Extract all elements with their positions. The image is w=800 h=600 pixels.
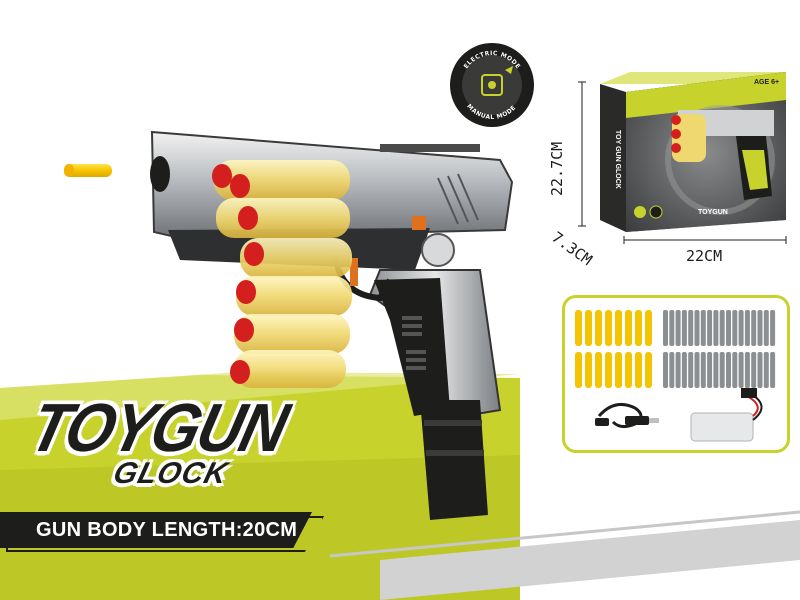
product-title: TOYGUN GLOCK xyxy=(18,390,298,498)
usb-charging-cable xyxy=(595,402,659,429)
box-age-label: AGE 6+ xyxy=(754,79,779,86)
gray-bullet xyxy=(688,352,694,388)
gray-bullet xyxy=(763,352,769,388)
box-width-dimension: 22CM xyxy=(686,247,723,265)
yellow-dart xyxy=(575,310,582,346)
length-banner: GUN BODY LENGTH:20CM xyxy=(0,512,330,552)
packaging-box: TOY GUN GLOCK AGE 6+ TOYGUN xyxy=(578,72,787,244)
gray-bullet xyxy=(757,352,763,388)
gun-length-label: GUN BODY LENGTH:20CM xyxy=(36,519,298,541)
title-sub: GLOCK xyxy=(110,457,232,490)
accessories-illustration xyxy=(575,310,776,442)
gray-bullet xyxy=(738,352,744,388)
gray-bullet xyxy=(700,352,706,388)
gray-bullet xyxy=(669,310,675,346)
yellow-dart xyxy=(585,310,592,346)
gray-bullet xyxy=(726,310,731,346)
gray-bullet xyxy=(713,352,719,388)
box-front-title: TOYGUN xyxy=(698,209,728,216)
gray-bullet-group xyxy=(663,310,776,388)
gray-bullet xyxy=(744,352,750,388)
yellow-dart xyxy=(595,352,602,388)
gray-bullet xyxy=(732,352,738,388)
box-height-dimension: 22.7CM xyxy=(548,141,566,196)
yellow-dart xyxy=(605,352,612,388)
gray-bullet xyxy=(751,352,757,388)
toy-pistol xyxy=(150,130,514,520)
accessories-panel xyxy=(562,295,790,453)
gray-bullet xyxy=(744,310,750,346)
yellow-dart xyxy=(615,310,622,346)
rechargeable-battery xyxy=(690,388,763,442)
gray-bullet xyxy=(663,352,668,388)
gray-bullet xyxy=(681,352,687,388)
foam-dart xyxy=(64,164,112,177)
gray-bullet xyxy=(663,310,668,346)
yellow-dart xyxy=(645,352,652,388)
yellow-dart xyxy=(575,352,582,388)
gray-bullet xyxy=(675,310,681,346)
yellow-dart xyxy=(635,352,642,388)
gray-bullet xyxy=(713,310,719,346)
gray-bullet xyxy=(732,310,738,346)
gray-bullet xyxy=(770,352,776,388)
box-side-title: TOY GUN GLOCK xyxy=(614,130,621,189)
yellow-dart xyxy=(615,352,622,388)
gray-bullet xyxy=(675,352,681,388)
yellow-dart-group xyxy=(575,310,652,388)
mode-switch-badge: ELECTRIC MODE MANUAL MODE xyxy=(450,43,534,127)
gray-bullet xyxy=(694,310,700,346)
yellow-dart xyxy=(625,352,632,388)
gray-bullet xyxy=(694,352,700,388)
gray-bullet xyxy=(719,310,725,346)
gray-bullet xyxy=(770,310,776,346)
gray-bullet xyxy=(726,352,731,388)
gray-bullet xyxy=(688,310,694,346)
yellow-dart xyxy=(645,310,652,346)
title-main: TOYGUN xyxy=(22,390,294,467)
yellow-dart xyxy=(585,352,592,388)
gray-bullet xyxy=(700,310,706,346)
yellow-dart xyxy=(595,310,602,346)
gray-bullet xyxy=(707,310,713,346)
yellow-dart xyxy=(605,310,612,346)
gray-bullet xyxy=(707,352,713,388)
gray-bullet xyxy=(757,310,763,346)
yellow-dart xyxy=(635,310,642,346)
gray-bullet xyxy=(681,310,687,346)
gray-bullet xyxy=(763,310,769,346)
yellow-dart xyxy=(625,310,632,346)
gray-bullet xyxy=(719,352,725,388)
gray-bullet xyxy=(738,310,744,346)
gray-bullet xyxy=(751,310,757,346)
gray-bullet xyxy=(669,352,675,388)
